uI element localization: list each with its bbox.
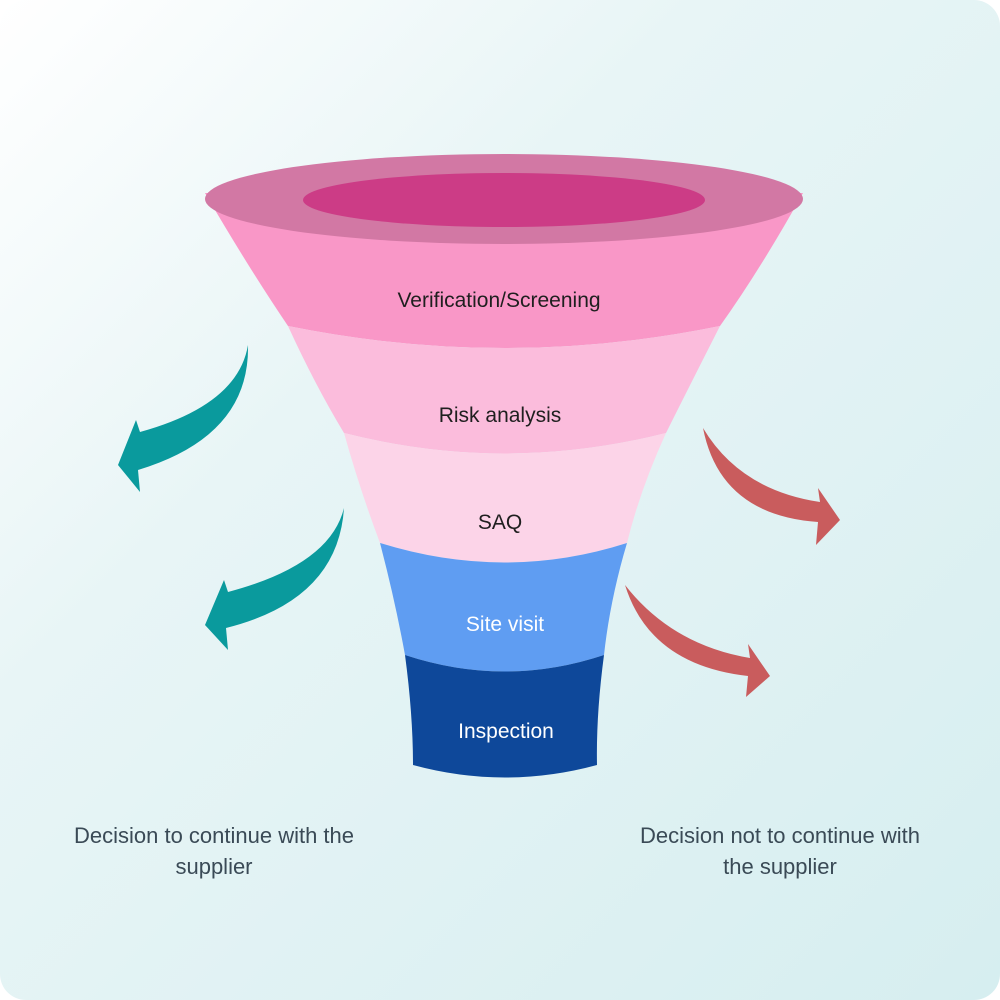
- stage-label-saq: SAQ: [478, 511, 522, 534]
- stage-label-site-visit: Site visit: [466, 613, 544, 636]
- stage-segment-inspection: [405, 655, 604, 778]
- stage-label-verification: Verification/Screening: [397, 289, 600, 312]
- funnel-rim-inner: [303, 173, 705, 227]
- stage-label-risk-analysis: Risk analysis: [439, 404, 562, 427]
- stage-label-inspection: Inspection: [458, 720, 554, 743]
- stage-segment-site-visit: [380, 543, 627, 672]
- stage-segment-risk-analysis: [288, 326, 720, 454]
- caption-continue: Decision to continue with the supplier: [73, 823, 355, 879]
- curved-arrow-right-icon: [625, 585, 770, 697]
- curved-arrow-left-icon: [205, 508, 344, 650]
- curved-arrow-left-icon: [118, 345, 249, 492]
- curved-arrow-right-icon: [703, 428, 840, 545]
- stage-segment-saq: [344, 433, 666, 563]
- caption-not-continue: Decision not to continue with the suppli…: [639, 823, 921, 879]
